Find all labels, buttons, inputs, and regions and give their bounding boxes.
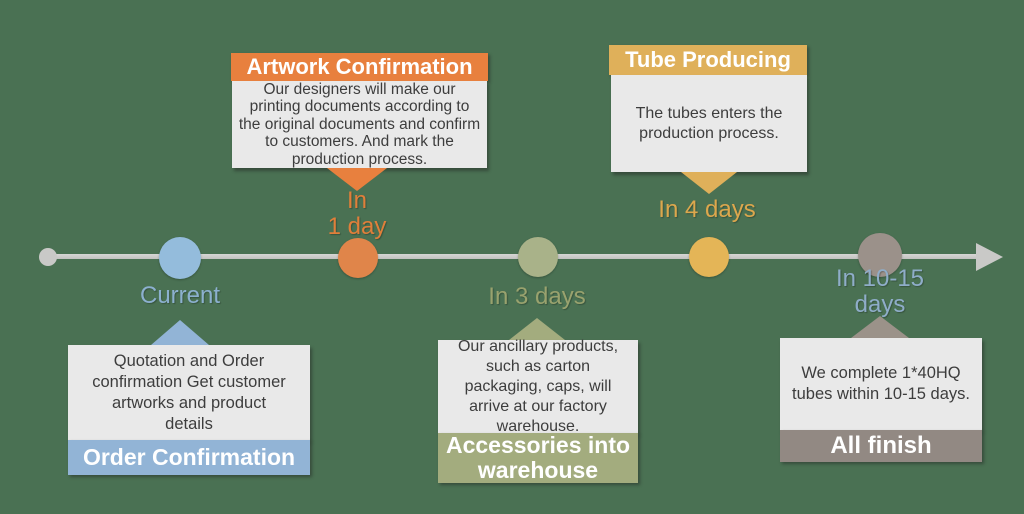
arrow-right-icon	[976, 243, 1003, 271]
time-label-accessories: In 3 days	[488, 283, 586, 310]
time-label-order-confirmation: Current	[139, 282, 221, 309]
callout-title-all-finish: All finish	[780, 430, 982, 462]
timeline-axis	[48, 254, 980, 259]
timeline-start-dot	[39, 248, 57, 266]
milestone-dot-accessories	[518, 237, 558, 277]
callout-title-order-confirmation: Order Confirmation	[68, 440, 310, 475]
pointer-up-all-finish	[851, 316, 909, 338]
callout-description-artwork-confirmation: Our designers will make our printing doc…	[232, 81, 487, 168]
milestone-dot-artwork-confirmation	[338, 238, 378, 278]
pointer-down-tube-producing	[681, 172, 737, 194]
milestone-dot-tube-producing	[689, 237, 729, 277]
callout-description-tube-producing: The tubes enters the production process.	[611, 75, 807, 172]
callout-description-all-finish: We complete 1*40HQ tubes within 10-15 da…	[780, 338, 982, 430]
milestone-dot-all-finish	[858, 233, 902, 277]
pointer-up-order-confirmation	[151, 320, 209, 345]
time-label-all-finish: In 10-15 days	[835, 265, 925, 318]
time-label-tube-producing: In 4 days	[658, 196, 756, 223]
callout-title-tube-producing: Tube Producing	[609, 45, 807, 75]
pointer-up-accessories	[509, 318, 565, 340]
callout-description-order-confirmation: Quotation and Order confirmation Get cus…	[68, 345, 310, 440]
callout-title-artwork-confirmation: Artwork Confirmation	[231, 53, 488, 81]
pointer-down-artwork-confirmation	[327, 168, 387, 191]
callout-title-accessories: Accessories into warehouse	[438, 433, 638, 483]
callout-description-accessories: Our ancillary products, such as carton p…	[438, 338, 638, 435]
milestone-dot-order-confirmation	[159, 237, 201, 279]
time-label-artwork-confirmation: In 1 day	[327, 187, 387, 240]
